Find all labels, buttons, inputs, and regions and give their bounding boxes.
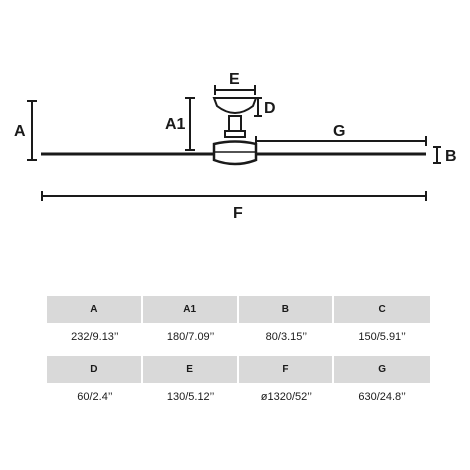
fan-drawing: [41, 97, 426, 166]
table-value-cell: 80/3.15’’: [265, 331, 308, 343]
table-header-cell: D: [47, 356, 143, 383]
downrod-collar: [224, 130, 246, 138]
dimension-d-line: [254, 97, 262, 117]
table-header-row: D E F G: [47, 356, 430, 383]
table-header-cell: A: [47, 296, 143, 323]
dimension-a-label: A: [14, 123, 26, 140]
table-header-row: A A1 B C: [47, 296, 430, 323]
table-value-cell: 130/5.12’’: [166, 391, 215, 403]
fan-dimension-diagram: A A1 E D G B F: [14, 71, 457, 222]
table-value-cell: 150/5.91’’: [358, 331, 406, 343]
dimension-d-label: D: [264, 100, 276, 117]
dimension-a1-line: [185, 97, 195, 151]
table-value-cell: 180/7.09’’: [166, 331, 215, 343]
dimension-g-label: G: [333, 123, 345, 140]
table-value-row: 60/2.4’’ 130/5.12’’ ø1320/52’’ 630/24.8’…: [47, 383, 430, 411]
dimension-a-line: [27, 100, 37, 161]
dimension-table: A A1 B C 232/9.13’’ 180/7.09’’ 80/3.15’’…: [47, 296, 430, 411]
table-header-cell: C: [334, 296, 430, 323]
table-header-cell: B: [238, 296, 335, 323]
canopy: [212, 97, 258, 114]
dimension-e-label: E: [229, 71, 240, 88]
table-value-cell: 232/9.13’’: [71, 331, 119, 343]
table-header-cell: G: [334, 356, 430, 383]
table-header-cell: A1: [142, 296, 239, 323]
table-value-cell: 630/24.8’’: [358, 391, 406, 403]
dimension-f-label: F: [233, 205, 243, 222]
dimension-b-label: B: [445, 148, 457, 165]
table-value-cell: ø1320/52’’: [260, 391, 312, 403]
downrod: [228, 115, 242, 133]
dimension-e-line: [214, 85, 256, 95]
dimension-g-line: [255, 136, 427, 146]
dimension-a1-label: A1: [165, 116, 186, 133]
table-header-cell: E: [142, 356, 239, 383]
table-value-row: 232/9.13’’ 180/7.09’’ 80/3.15’’ 150/5.91…: [47, 323, 430, 351]
table-header-cell: F: [238, 356, 335, 383]
dimension-b-line: [433, 146, 441, 164]
dimension-f-line: [41, 191, 427, 201]
table-value-cell: 60/2.4’’: [77, 391, 113, 403]
